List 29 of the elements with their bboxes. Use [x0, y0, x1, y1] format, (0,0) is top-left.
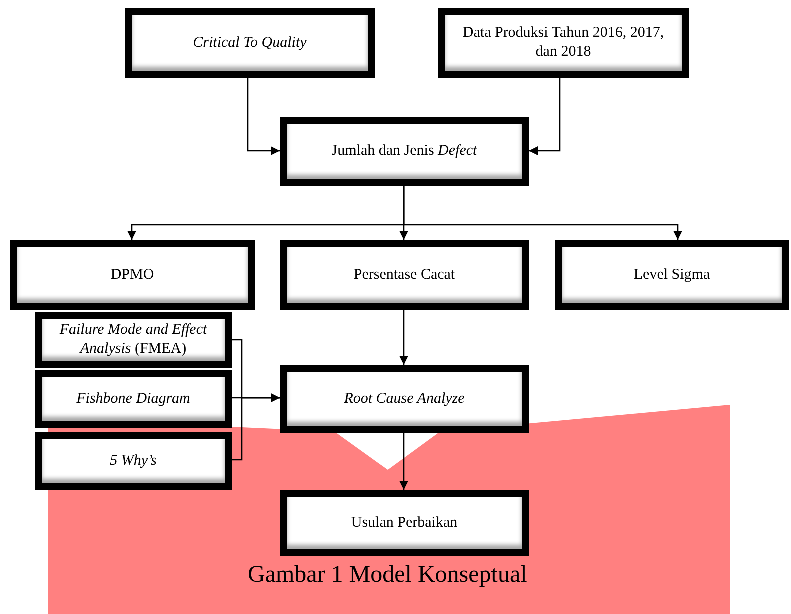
arrow: [232, 394, 280, 461]
process-box: [10, 240, 255, 310]
node-label: Fishbone Diagram: [76, 390, 190, 408]
arrow: [247, 78, 280, 156]
node-label: Failure Mode and Effect Analysis (FMEA): [58, 321, 208, 359]
process-box: [125, 8, 375, 78]
node-label: Persentase Cacat: [354, 266, 456, 284]
process-box: [438, 8, 689, 78]
process-box: [280, 117, 529, 186]
node-label: DPMO: [110, 266, 154, 284]
arrow: [400, 310, 408, 365]
node-label: Root Cause Analyze: [344, 390, 465, 408]
caption: Gambar 1 Model Konseptual: [248, 561, 528, 590]
process-box: [35, 432, 232, 490]
node-label: Jumlah dan Jenis Defect: [332, 142, 478, 161]
node-label: Critical To Quality: [193, 34, 307, 52]
arrow: [529, 78, 561, 156]
process-box: [35, 312, 232, 368]
process-box: [280, 490, 529, 556]
process-box: [35, 370, 232, 428]
process-box: [555, 240, 789, 310]
node-label: Usulan Perbaikan: [351, 514, 458, 532]
process-box: [280, 365, 529, 433]
arrow: [403, 186, 682, 240]
node-label: Level Sigma: [634, 266, 710, 284]
node-label: Data Produksi Tahun 2016, 2017, dan 2018: [462, 24, 666, 62]
process-box: [280, 240, 529, 310]
arrow: [400, 433, 408, 490]
node-label: 5 Why’s: [110, 452, 157, 470]
